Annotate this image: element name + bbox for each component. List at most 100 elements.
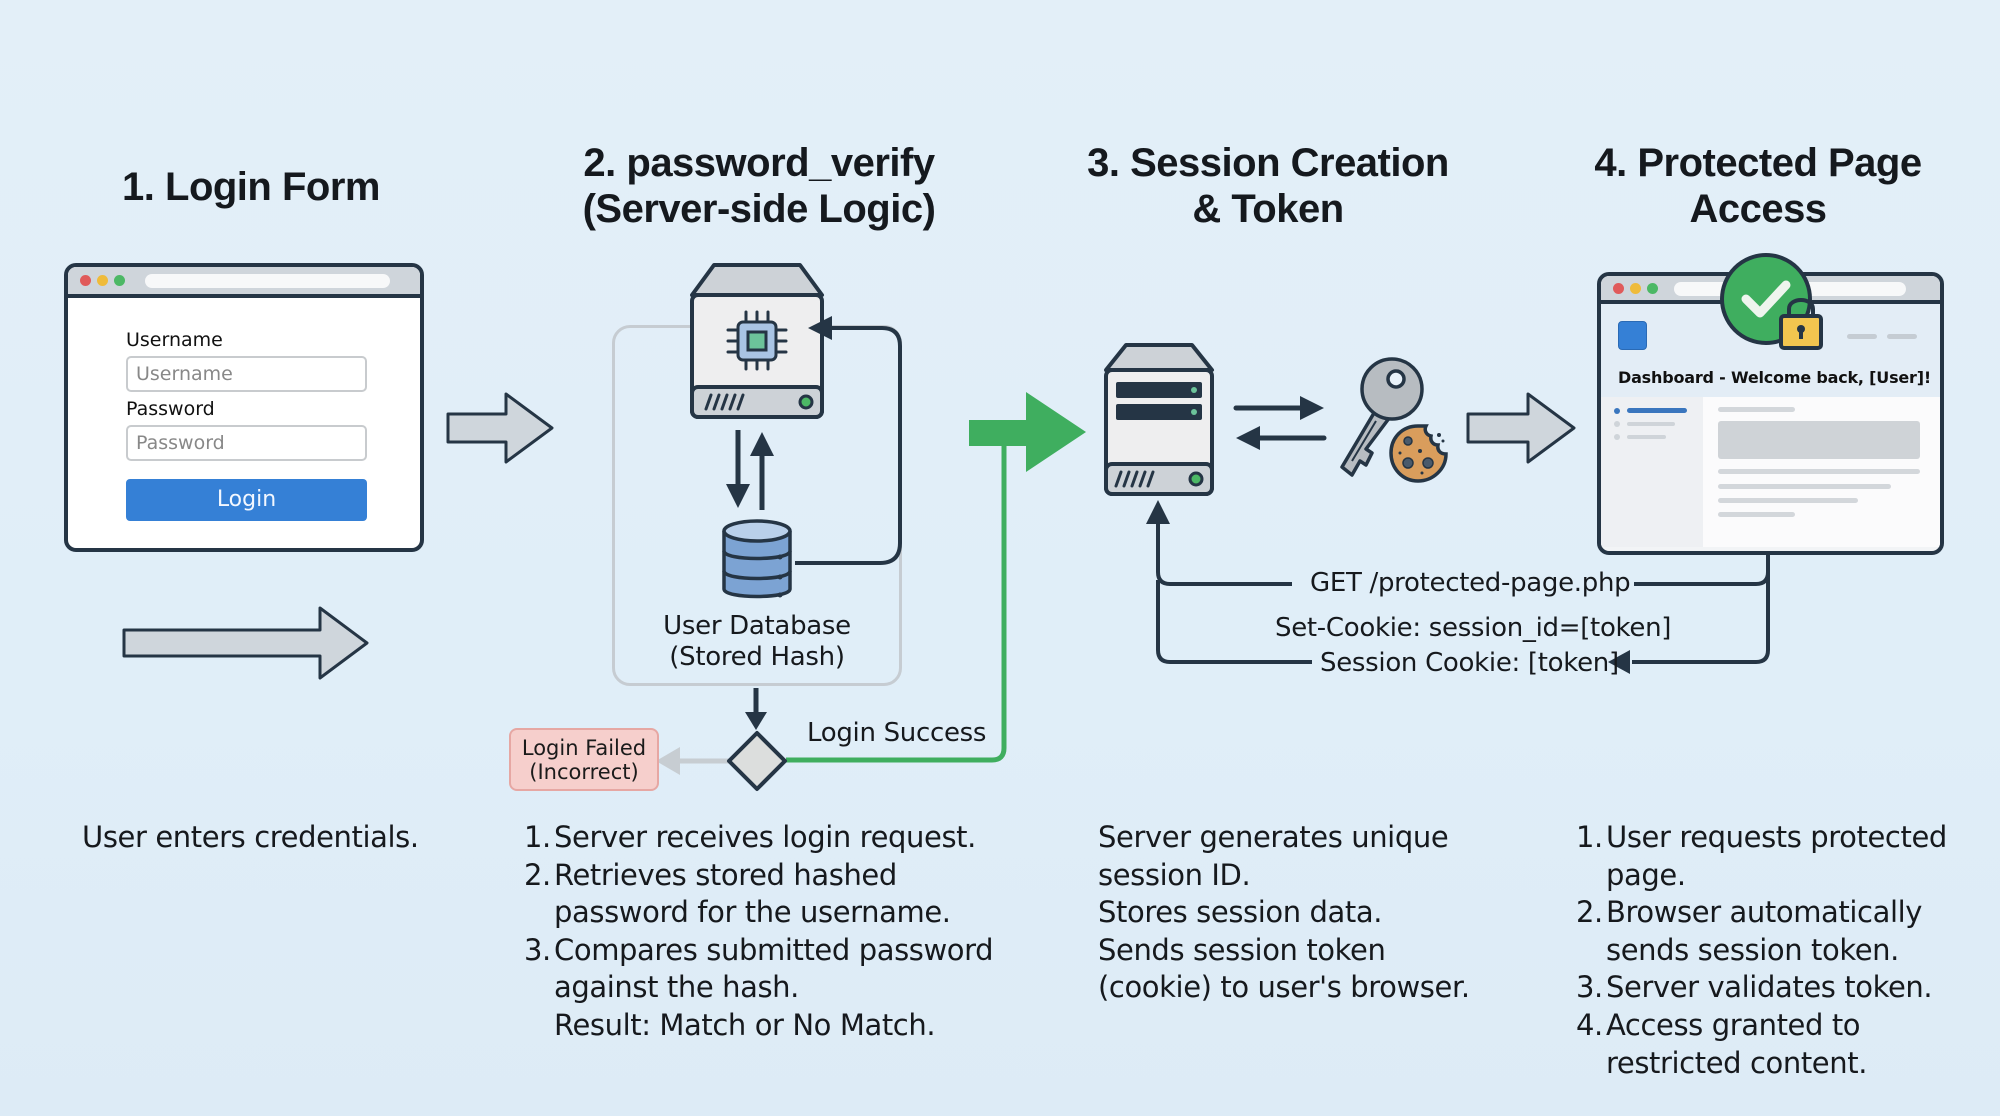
item-number: 2.: [524, 857, 551, 892]
content-block: [1718, 421, 1920, 459]
item-number: 3.: [524, 932, 551, 967]
item-text: sends session token.: [1606, 932, 1899, 967]
arrow-login-to-server: [446, 392, 554, 464]
content-line: [1718, 512, 1795, 517]
arrow-bottom-flow: [122, 606, 369, 680]
request-response-lines: [1146, 500, 1770, 674]
window-maximize-dot: [1647, 283, 1658, 294]
step-3-description-line: (cookie) to user's browser.: [1098, 970, 1470, 1005]
decision-diamond: [727, 731, 787, 791]
address-bar: [145, 274, 390, 288]
window-minimize-dot: [1630, 283, 1641, 294]
step-4-title-line-1: 4. Protected Page: [1594, 141, 1922, 185]
step-3-description: Server generates unique session ID. Stor…: [1098, 819, 1470, 1007]
db-to-server-return-arrow: [795, 316, 902, 565]
server-icon: [690, 263, 824, 419]
content-line: [1718, 498, 1858, 503]
arrow-to-decision: [745, 688, 767, 730]
session-server-icon: [1104, 343, 1214, 496]
window-close-dot: [1613, 283, 1624, 294]
cpu-chip-icon: [726, 310, 788, 371]
step-3-title-line-1: 3. Session Creation: [1087, 141, 1449, 185]
sidebar-item[interactable]: [1614, 433, 1694, 441]
item-text: password for the username.: [554, 895, 951, 930]
content-line: [1718, 484, 1891, 489]
step-2-item-1: 1.Server receives login request.: [524, 819, 993, 857]
item-text: Browser automatically: [1606, 895, 1923, 930]
item-number: 4.: [1576, 1007, 1603, 1042]
step-1-title: 1. Login Form: [101, 164, 401, 210]
login-failed-line-2: (Incorrect): [529, 760, 639, 784]
database-label-line-2: (Stored Hash): [669, 642, 845, 672]
dashboard-heading: Dashboard - Welcome back, [User]!: [1618, 368, 1931, 387]
step-3-description-line: Server generates unique: [1098, 820, 1449, 854]
window-minimize-dot: [97, 275, 108, 286]
step-3-description-line: session ID.: [1098, 857, 1251, 892]
step-3-description-line: Stores session data.: [1098, 895, 1383, 930]
step-3-description-line: Sends session token: [1098, 932, 1386, 967]
step-3-title-line-2: & Token: [1192, 187, 1344, 231]
item-number: 1.: [1576, 820, 1603, 854]
exchange-arrows: [1233, 396, 1327, 450]
item-text: User requests protected: [1606, 820, 1947, 854]
session-cookie-label: Session Cookie: [token]: [1320, 648, 1619, 678]
step-3-title: 3. Session Creation & Token: [1068, 140, 1468, 232]
login-failed-box: Login Failed (Incorrect): [509, 728, 659, 791]
step-4-item-3: 3.Server validates token.: [1576, 969, 1947, 1007]
item-text: Retrieves stored hashed: [554, 857, 897, 892]
item-text: Compares submitted password: [554, 932, 994, 967]
step-2-title-line-2: (Server-side Logic): [582, 187, 936, 231]
window-maximize-dot: [114, 275, 125, 286]
item-text: Access granted to: [1606, 1007, 1861, 1042]
login-success-label: Login Success: [807, 718, 987, 748]
success-path-arrow: [786, 392, 1086, 763]
password-input[interactable]: Password: [126, 425, 367, 461]
database-icon: [722, 519, 792, 599]
content-line: [1718, 407, 1795, 412]
cookie-icon: [1389, 424, 1448, 483]
step-1-description-line: User enters credentials.: [82, 820, 419, 854]
item-number: 1.: [524, 820, 551, 854]
item-text: Server receives login request.: [554, 820, 976, 854]
get-request-label: GET /protected-page.php: [1310, 568, 1631, 598]
browser-titlebar: [68, 267, 420, 298]
username-input[interactable]: Username: [126, 356, 367, 392]
sidebar-item[interactable]: [1614, 420, 1694, 428]
server-db-arrows: [726, 430, 774, 510]
item-text: Server validates token.: [1606, 970, 1933, 1005]
item-text: restricted content.: [1606, 1045, 1868, 1080]
sidebar-item-active[interactable]: [1614, 407, 1694, 415]
login-browser-window: Username Username Password Password Logi…: [64, 263, 424, 552]
nav-placeholder: [1887, 334, 1917, 339]
database-label: User Database (Stored Hash): [612, 611, 902, 673]
content-line: [1718, 469, 1920, 474]
item-number: 3.: [1576, 970, 1603, 1005]
item-text: Result: Match or No Match.: [554, 1007, 936, 1042]
key-icon: [1340, 357, 1424, 477]
item-text: against the hash.: [554, 970, 799, 1005]
step-2-description: 1.Server receives login request. 2.Retri…: [524, 819, 994, 1045]
password-label: Password: [126, 398, 215, 420]
step-4-title: 4. Protected Page Access: [1558, 140, 1958, 232]
nav-placeholder: [1847, 334, 1877, 339]
item-number: 2.: [1576, 895, 1603, 930]
arrow-session-to-page: [1466, 392, 1576, 464]
window-close-dot: [80, 275, 91, 286]
login-failed-line-1: Login Failed: [521, 736, 647, 760]
step-1-title-line: 1. Login Form: [122, 165, 380, 209]
username-label: Username: [126, 329, 223, 351]
step-2-title: 2. password_verify (Server-side Logic): [559, 140, 959, 232]
padlock-icon: [1779, 298, 1823, 350]
dashboard-logo: [1618, 321, 1647, 350]
step-2-title-line-1: 2. password_verify: [583, 141, 935, 185]
step-1-description: User enters credentials.: [82, 819, 419, 857]
login-button[interactable]: Login: [126, 479, 367, 521]
step-4-title-line-2: Access: [1689, 187, 1827, 231]
failed-path-arrow: [656, 747, 736, 775]
database-label-line-1: User Database: [663, 611, 851, 641]
